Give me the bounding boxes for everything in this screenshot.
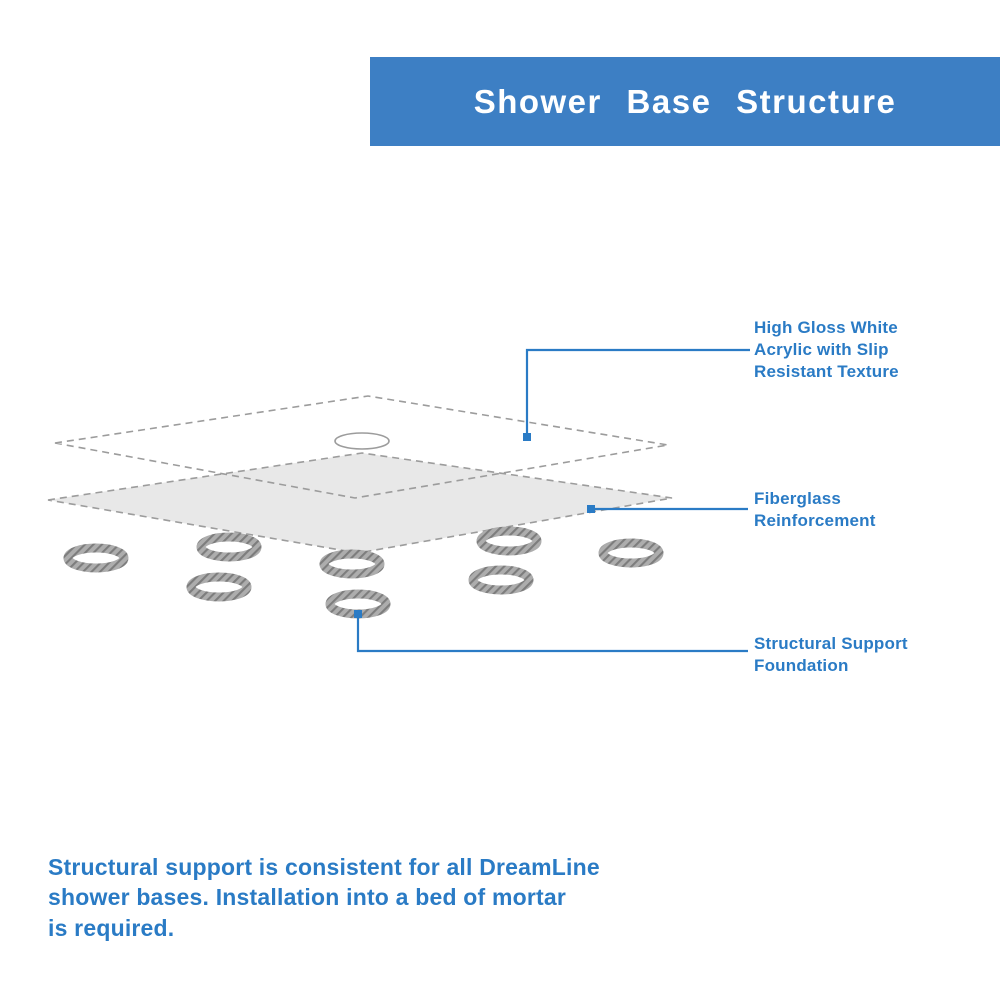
support-rings (63, 526, 664, 619)
callout-fiberglass-label: Fiberglass Reinforcement (754, 489, 876, 531)
footer-note: Structural support is consistent for all… (48, 854, 600, 941)
page-title: Shower Base Structure (473, 82, 897, 120)
support-ring (476, 526, 542, 556)
callout-foundation-label: Structural Support Foundation (754, 634, 908, 676)
title-banner: Shower Base Structure (370, 57, 1000, 146)
callout-acrylic-label: High Gloss White Acrylic with Slip Resis… (754, 318, 899, 382)
callout-marker-acrylic (523, 433, 531, 441)
callout-marker-foundation (354, 610, 362, 618)
callout-lines (354, 348, 750, 653)
support-ring (598, 538, 664, 568)
support-ring (186, 572, 252, 602)
callout-line-foundation (356, 617, 748, 653)
support-ring (196, 532, 262, 562)
drain-outline (334, 432, 390, 450)
support-ring (63, 543, 129, 573)
fiberglass-layer (47, 452, 673, 554)
support-ring (319, 549, 385, 579)
callout-marker-fiberglass (587, 505, 595, 513)
callout-line-acrylic (525, 348, 750, 434)
support-ring (468, 565, 534, 595)
